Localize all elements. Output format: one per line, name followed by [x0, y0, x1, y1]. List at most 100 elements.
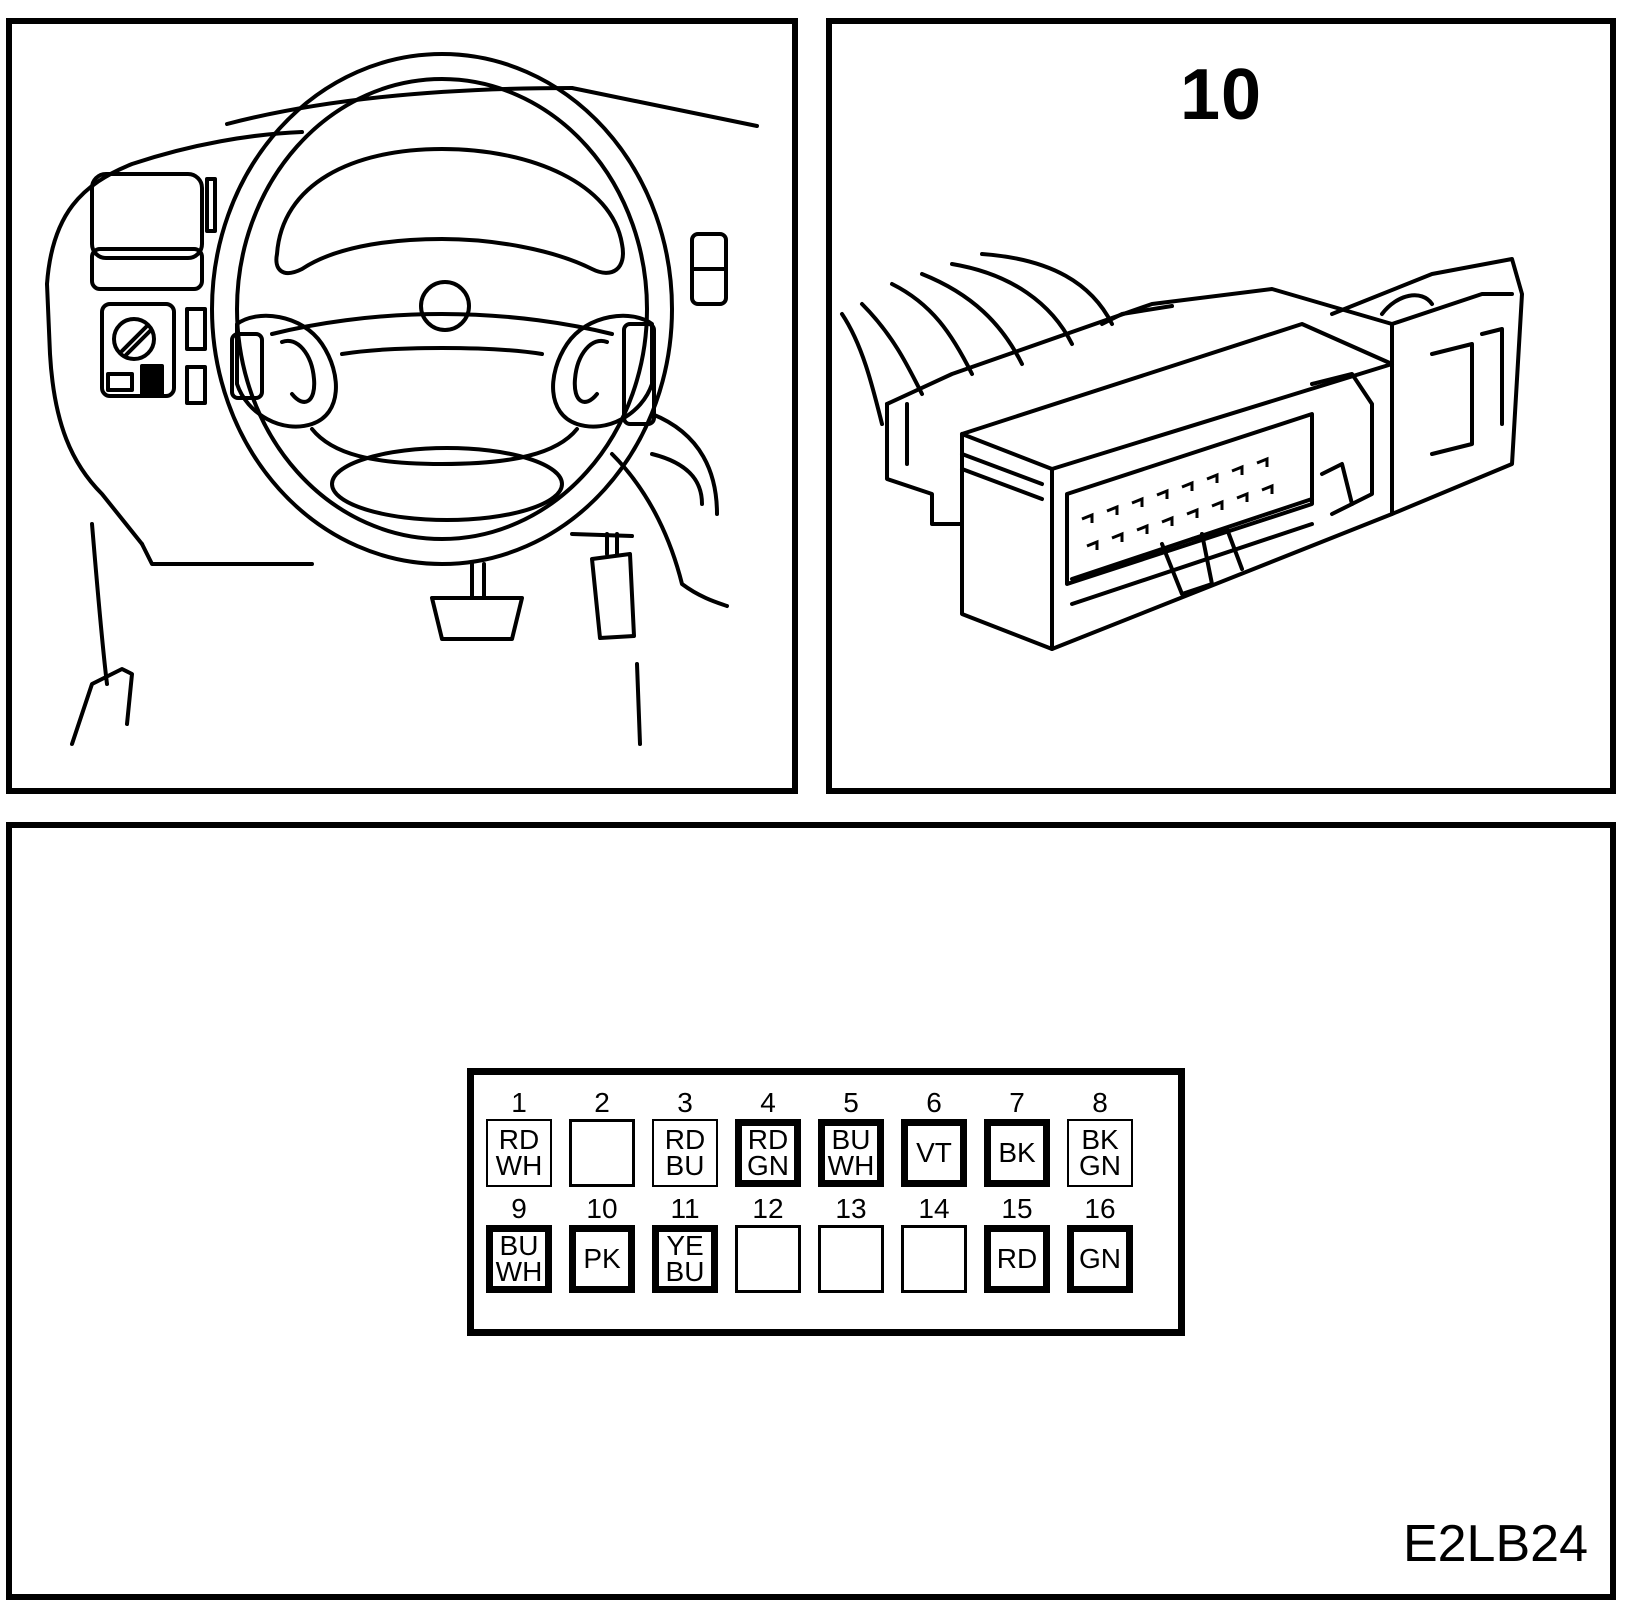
- wire-color-code: BK: [1081, 1124, 1119, 1155]
- connector-housing: [960, 322, 1394, 651]
- side-clip: [1310, 372, 1374, 516]
- cluster-slot: [205, 177, 217, 233]
- pin-cavity: [818, 1225, 884, 1293]
- locking-tab: [1160, 532, 1214, 596]
- dashboard-illustration: [45, 52, 759, 746]
- wire-6: [980, 252, 1114, 326]
- wire-color-code: GN: [747, 1150, 789, 1181]
- wheel-hub-top: [270, 312, 614, 336]
- hub-line: [340, 346, 544, 356]
- brake-pedal-arm: [470, 562, 486, 598]
- wire-color-code: RD: [996, 1243, 1038, 1274]
- floor-line-right: [635, 662, 642, 746]
- pin-row-lower: [1086, 483, 1274, 550]
- wire-color-code: WH: [495, 1256, 543, 1287]
- dash-right-inner: [650, 452, 704, 506]
- wire-color-code: RD: [747, 1124, 789, 1155]
- wire-color-code: RD: [498, 1124, 540, 1155]
- pin-cavity: BK: [984, 1119, 1050, 1187]
- switch-fill: [140, 364, 164, 396]
- connector-rear-top: [885, 287, 1394, 406]
- wire-1: [840, 312, 884, 426]
- side-switch-upper: [185, 307, 207, 351]
- wire-3: [890, 282, 974, 376]
- left-spoke: [235, 313, 338, 429]
- housing-side-ribs: [960, 452, 1044, 501]
- accelerator-arm: [605, 532, 619, 556]
- dash-left-edge: [45, 282, 144, 546]
- accelerator-pedal: [590, 552, 636, 640]
- connector-pin: 14: [894, 1195, 974, 1293]
- pin-number: 11: [670, 1193, 700, 1224]
- cluster-display-upper: [90, 172, 204, 260]
- gear-lever-base: [70, 667, 134, 746]
- pin-number: 4: [760, 1087, 776, 1118]
- right-spoke-detail: [572, 338, 609, 404]
- pin-face: [1065, 412, 1314, 586]
- brake-pedal: [430, 596, 524, 641]
- pin-number: 9: [511, 1193, 527, 1224]
- cluster-display-lower: [90, 247, 204, 291]
- door-line: [610, 452, 729, 608]
- wire-color-code: VT: [916, 1137, 952, 1168]
- wire-color-code: WH: [495, 1150, 543, 1181]
- pin-number: 3: [677, 1087, 693, 1118]
- wire-color-code: GN: [1079, 1150, 1121, 1181]
- connector-pin: 2: [562, 1089, 642, 1187]
- steering-wheel-inner: [235, 77, 649, 541]
- pin-cavity: VT: [901, 1119, 967, 1187]
- pin-contacts: [1081, 456, 1274, 550]
- bracket-top: [1390, 292, 1514, 326]
- pin-number: 1: [511, 1087, 527, 1118]
- small-switch: [106, 372, 134, 392]
- wire-color-code: BU: [665, 1150, 705, 1181]
- wheel-center-badge: [419, 280, 471, 332]
- pin-number: 14: [918, 1193, 950, 1224]
- pin-number: 13: [835, 1193, 867, 1224]
- dash-lower-left: [140, 542, 314, 566]
- wire-5: [950, 262, 1074, 346]
- pin-number: 15: [1001, 1193, 1033, 1224]
- pin-number: 2: [594, 1087, 610, 1118]
- left-spoke-button: [230, 332, 264, 400]
- pin-number: 10: [586, 1193, 618, 1224]
- connector-pin: 13: [811, 1195, 891, 1293]
- wire-color-code: BK: [998, 1137, 1036, 1168]
- dash-right-edge: [650, 412, 719, 516]
- connector-view-panel: 10: [826, 18, 1616, 794]
- pin-number: 6: [926, 1087, 942, 1118]
- light-switch-slot: [120, 325, 152, 357]
- light-switch-panel: [100, 302, 176, 398]
- side-clip-detail: [1320, 462, 1354, 506]
- bracket-window-2: [1480, 327, 1504, 426]
- wheel-lower-opening: [330, 446, 564, 522]
- bracket-hook: [1380, 293, 1434, 316]
- steering-wheel-outer: [210, 52, 674, 566]
- wire-color-code: PK: [583, 1243, 621, 1274]
- locking-tab-upper: [1190, 527, 1244, 571]
- pin-number: 12: [752, 1193, 784, 1224]
- wheel-upper-opening: [274, 147, 625, 275]
- dash-lower-right: [570, 532, 634, 538]
- wire-color-code: GN: [1079, 1243, 1121, 1274]
- pin-number: 16: [1084, 1193, 1116, 1224]
- connector-illustration: [840, 252, 1524, 651]
